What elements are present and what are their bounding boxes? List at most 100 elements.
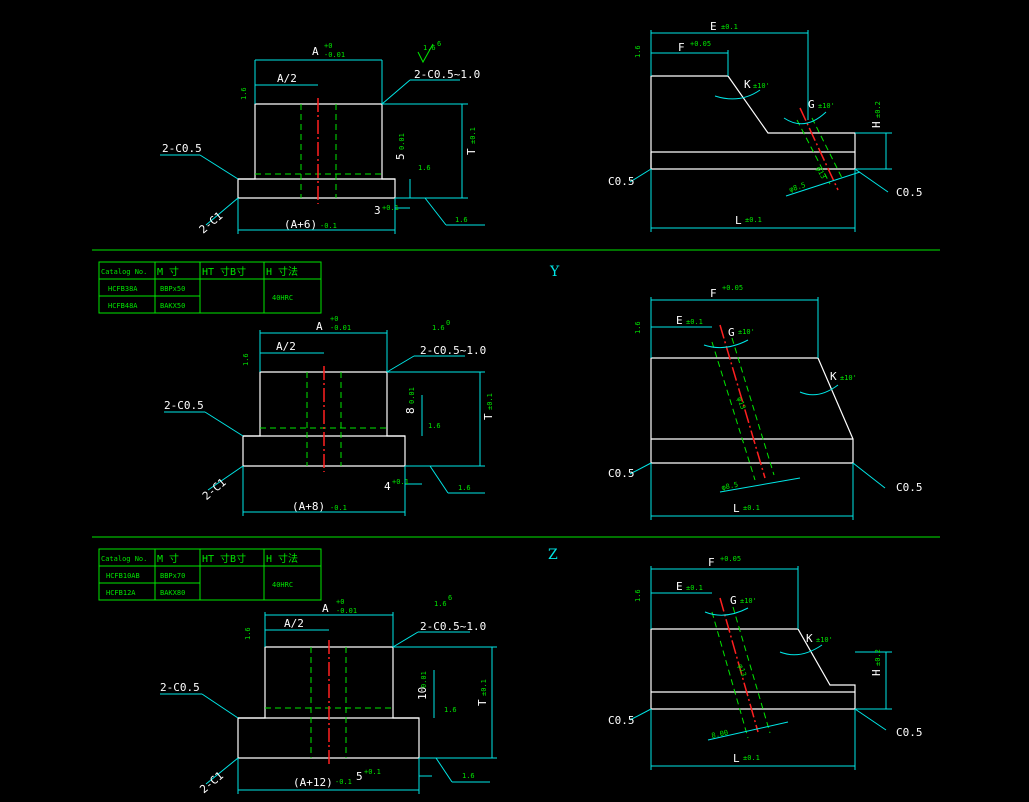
dim-h-label: H [870,669,883,676]
part-outline [650,357,854,464]
spec-table-z: Catalog No. M 寸 HT 寸B寸 H 寸法 HCFB10AB BBP… [98,548,322,601]
chamfer-left-label: C0.5 [608,714,635,727]
hole-label-2: 8.00 [711,729,729,740]
dim-f-label: F [710,287,717,300]
table-z-hardness: 40HRC [272,581,293,589]
centerline [719,597,759,733]
dim-a-label: A [316,320,323,333]
hole-label-1: φ13 [814,165,827,180]
svg-text:-0.01: -0.01 [336,607,357,615]
chamfer-left-label: 2-C0.5 [162,142,202,155]
svg-text:+0: +0 [336,598,344,606]
angle-arc-g [783,111,827,125]
hidden-line [796,119,831,185]
dim-a-half-label: A/2 [284,617,304,630]
svg-text:±10': ±10' [816,636,833,644]
table-y-row2-catalog: HCFB48A [108,302,138,310]
chamfer-left-label: C0.5 [608,175,635,188]
finish-mark-top: 1.6 [423,44,436,52]
svg-text:±0.1: ±0.1 [743,754,760,762]
dim-base-label: 3 [374,204,381,217]
svg-text:1.6: 1.6 [432,324,445,332]
svg-text:1.6: 1.6 [634,321,642,334]
svg-text:±0.1: ±0.1 [480,679,488,696]
svg-text:-0.01: -0.01 [330,324,351,332]
dim-base-label: 4 [384,480,391,493]
front-view-5: A +0 -0.01 A/2 1.6 1.6 6 2-C0.5~1.0 2-C0… [160,594,497,796]
dim-t-label: T [482,413,495,420]
finish-mark: 1.6 [634,45,642,58]
front-view-1: A +0 -0.01 A/2 1.6 1.6 6 2-C0.5~1.0 2-C0… [160,40,485,236]
part-outline [237,103,396,199]
table-y-row1-catalog: HCFB38A [108,285,138,293]
dim-l-label: L [735,214,742,227]
hidden-line [811,117,844,181]
table-y-row1-m: BBPx50 [160,285,185,293]
table-z-row2-catalog: HCFB12A [106,589,136,597]
svg-text:±0.2: ±0.2 [874,649,882,666]
hidden-line [732,606,771,734]
svg-text:0.01: 0.01 [420,671,428,688]
surface-finish-icon [417,43,434,64]
svg-text:+0.05: +0.05 [722,284,743,292]
chamfer-right-label: C0.5 [896,726,923,739]
angle-g-label: G [728,326,735,339]
dim-small-label: 10 [416,687,429,700]
centerline [799,107,839,191]
dim-base-label: 5 [356,770,363,783]
svg-text:±0.1: ±0.1 [469,127,477,144]
svg-text:-0.1: -0.1 [320,222,337,230]
section-label-y: Y [549,264,560,280]
hole-label-2: φ8.5 [721,481,739,492]
table-z-row2-m: BAKX80 [160,589,185,597]
svg-text:1.6: 1.6 [428,422,441,430]
dim-t-label: T [476,699,489,706]
table-y-header-m: M 寸 [157,265,179,278]
svg-text:1.6: 1.6 [634,589,642,602]
dim-e-label: E [676,314,683,327]
chamfer-c1-label: 2-C1 [200,476,229,503]
finish-mark: 1.6 [240,87,248,100]
dim-small-label: 5 [394,153,407,160]
side-view-4: F +0.05 E ±0.1 1.6 G ±10' K ±10' φ13 φ8.… [608,284,923,520]
svg-text:1.6: 1.6 [244,627,252,640]
svg-text:0.01: 0.01 [398,133,406,150]
svg-text:±0.1: ±0.1 [745,216,762,224]
chamfer-c1-label: 2-C1 [197,769,226,796]
svg-text:6: 6 [437,40,441,48]
svg-text:1.6: 1.6 [434,600,447,608]
chamfer-left-label: 2-C0.5 [164,399,204,412]
angle-arc-g [704,607,749,616]
chamfer-c1-label: 2-C1 [197,209,226,236]
svg-text:±0.2: ±0.2 [874,101,882,118]
svg-text:+0.05: +0.05 [690,40,711,48]
chamfer-top-label: 2-C0.5~1.0 [420,620,486,633]
svg-text:1.6: 1.6 [455,216,468,224]
svg-text:±0.1: ±0.1 [721,23,738,31]
svg-text:+0.1: +0.1 [382,204,399,212]
svg-text:1.6: 1.6 [418,164,431,172]
svg-text:1.6: 1.6 [242,353,250,366]
dim-h-label: H [870,121,883,128]
side-view-2: E ±0.1 F +0.05 1.6 K ±10' G ±10' H ±0.2 … [608,20,923,232]
angle-k-label: K [806,632,813,645]
svg-text:1.6: 1.6 [462,772,475,780]
table-z-header-ht: HT 寸B寸 [202,552,246,565]
svg-text:6: 6 [448,594,452,602]
dim-l-label: L [733,752,740,765]
angle-arc-k [799,384,839,396]
table-y-hardness: 40HRC [272,294,293,302]
dim-a-half-label: A/2 [277,72,297,85]
dim-small-label: 8 [404,407,417,414]
svg-text:±0.1: ±0.1 [686,318,703,326]
angle-arc-k [714,89,761,100]
dim-bottom-label: (A+8) [292,500,325,513]
svg-text:+0.05: +0.05 [720,555,741,563]
table-y-row2-m: BAKX50 [160,302,185,310]
svg-text:±0.1: ±0.1 [743,504,760,512]
dim-f-label: F [708,556,715,569]
hidden-line [731,337,775,476]
table-z-row1-catalog: HCFB10AB [106,572,140,580]
table-y-header-ht: HT 寸B寸 [202,265,246,278]
